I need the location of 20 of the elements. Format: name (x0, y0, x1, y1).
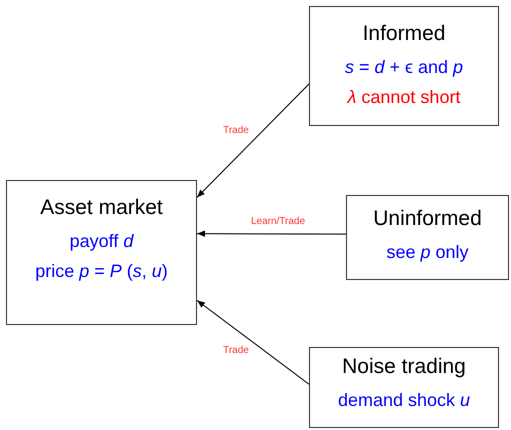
node-box (6, 180, 197, 325)
edge-label: Learn/Trade (250, 217, 306, 227)
arrow (196, 84, 310, 198)
node-title: Noise trading (342, 354, 466, 380)
node-box (309, 6, 499, 126)
node-box (346, 195, 509, 280)
edge-label: Trade (222, 346, 250, 356)
node-title: Asset market (40, 195, 163, 221)
arrow (196, 230, 346, 237)
node-title: Uninformed (373, 206, 482, 232)
node-box (309, 347, 499, 428)
node-text: payoff d (70, 230, 134, 253)
node-title: Informed (362, 21, 446, 47)
node-text: s = d + ϵ and p (344, 56, 464, 79)
edge-label: Trade (222, 126, 250, 136)
node-text: price p = P (s, u) (35, 260, 168, 283)
node-text: λ cannot short (348, 86, 460, 109)
node-text: see p only (386, 241, 469, 264)
arrow (196, 300, 310, 385)
node-text: demand shock u (338, 389, 470, 412)
